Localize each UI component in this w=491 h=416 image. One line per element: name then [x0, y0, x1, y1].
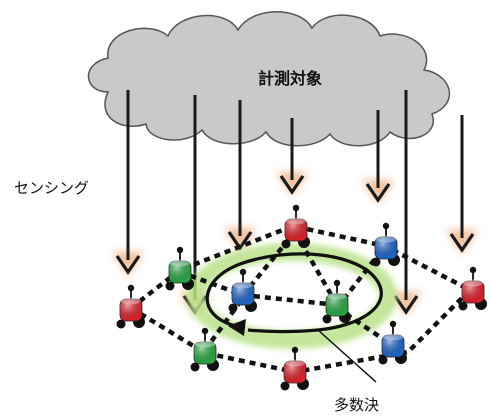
- cycle-arrow-icon: [205, 252, 383, 336]
- sensing-arrow-icon: [276, 111, 308, 196]
- robot-icon: [281, 204, 310, 249]
- majority-vote-label: 多数決: [334, 396, 379, 414]
- consensus-ring-glow: [187, 243, 397, 349]
- robots: [116, 204, 487, 391]
- sensing-arrow-icon: [390, 83, 422, 316]
- robot-icon: [371, 222, 400, 267]
- inner-link-c: [242, 292, 338, 308]
- robot-icon: [165, 246, 194, 291]
- robot-icon: [280, 346, 309, 391]
- sensing-arrow-icon: [112, 83, 144, 276]
- sensing-arrow-icon: [224, 93, 256, 252]
- robot-icon: [458, 266, 487, 311]
- robot-icon: [378, 320, 407, 365]
- robot-icon: [322, 279, 351, 324]
- majority-vote-pointer: [317, 329, 377, 383]
- sensing-arrow-icon: [446, 108, 478, 254]
- robot-icon: [190, 327, 219, 372]
- robot-icon: [116, 284, 145, 329]
- cloud-icon: 計測対象: [87, 11, 451, 147]
- target-label: 計測対象: [258, 69, 322, 88]
- sensing-label: センシング: [14, 179, 89, 197]
- outer-ring-link: [129, 223, 474, 375]
- robot-icon: [228, 268, 257, 313]
- sensing-arrow-icon: [362, 103, 394, 204]
